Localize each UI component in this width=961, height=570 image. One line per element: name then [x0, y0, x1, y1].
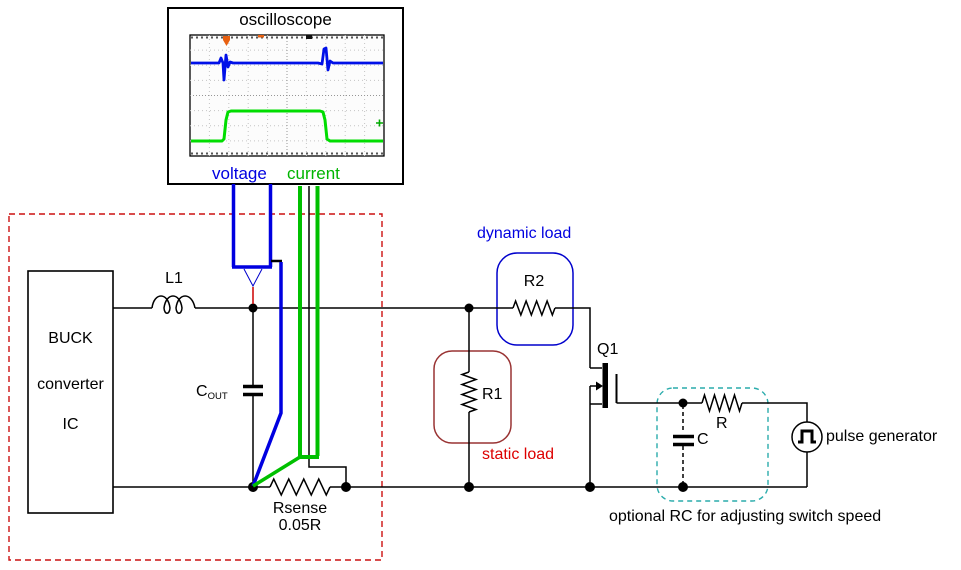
r1-label: R1 — [482, 386, 503, 403]
voltage-trace — [191, 46, 383, 82]
current-probe-leads — [298, 186, 320, 459]
current-probe-return — [252, 455, 301, 488]
gate-cap-label: C — [697, 431, 709, 448]
inductor-l1 — [151, 295, 196, 314]
voltage-probe — [231, 184, 283, 487]
output-cap-subscript: OUT — [207, 391, 228, 402]
resistor-rsense — [269, 477, 331, 497]
scope-center-axes — [190, 35, 384, 156]
resistor-r — [701, 392, 743, 414]
buck-label-line1: BUCK — [48, 330, 93, 347]
dynamic-load-label: dynamic load — [477, 225, 572, 242]
voltage-probe-body — [231, 184, 273, 269]
circuit-wires — [27, 270, 823, 514]
voltage-probe-ground-lead — [251, 262, 283, 487]
wire — [555, 307, 591, 368]
pulse-generator-circle — [791, 421, 823, 453]
node-dot — [464, 482, 474, 492]
current-probe — [252, 186, 347, 488]
rsense-value: 0.05R — [278, 517, 322, 534]
buck-label-line2: converter — [37, 376, 104, 393]
trigger-level-marker — [223, 35, 264, 46]
static-load-box — [433, 350, 512, 444]
optional-rc-box — [656, 387, 769, 502]
trigger-time-marker — [306, 35, 312, 39]
buck-label-line3: IC — [62, 416, 79, 433]
node-dot — [678, 398, 688, 408]
dut-boundary-box — [8, 213, 383, 561]
oscilloscope-box — [167, 7, 404, 185]
voltage-label: voltage — [212, 164, 267, 183]
pulse-waveform-icon — [798, 429, 816, 444]
current-sense-lead — [308, 186, 347, 485]
output-cap-label: COUT — [196, 383, 228, 402]
junction-nodes — [248, 303, 688, 492]
node-dot — [464, 303, 474, 313]
capacitor-cout — [243, 308, 263, 487]
scope-screen — [189, 34, 385, 157]
inductor-label: L1 — [165, 270, 183, 287]
r2-label: R2 — [523, 273, 545, 290]
output-cap-symbol: C — [196, 383, 208, 400]
static-load-label: static load — [482, 446, 555, 463]
voltage-probe-tip-cone — [243, 268, 263, 288]
oscilloscope-title: oscilloscope — [239, 10, 332, 29]
resistor-r1 — [459, 371, 479, 413]
green-ref-marker — [376, 119, 383, 127]
mosfet-q1 — [589, 363, 618, 487]
pulse-generator-symbol — [791, 421, 823, 453]
current-label: current — [287, 164, 340, 183]
node-dot — [248, 303, 258, 313]
q1-label: Q1 — [597, 341, 619, 358]
mosfet-channel-bar — [602, 363, 608, 408]
node-dot — [585, 482, 595, 492]
rsense-label: Rsense — [272, 500, 328, 517]
wire — [742, 402, 808, 422]
capacitor-c-optional — [673, 405, 694, 485]
pulse-generator-label: pulse generator — [826, 428, 938, 445]
buck-ic-box — [27, 270, 114, 514]
node-dot — [678, 482, 688, 492]
resistor-r2 — [512, 298, 556, 318]
mosfet-arrow — [596, 381, 603, 391]
dynamic-load-box — [496, 252, 574, 346]
node-dot — [341, 482, 351, 492]
gate-resistor-label: R — [716, 415, 728, 432]
current-trace — [191, 109, 383, 143]
optional-rc-note: optional RC for adjusting switch speed — [609, 508, 882, 525]
